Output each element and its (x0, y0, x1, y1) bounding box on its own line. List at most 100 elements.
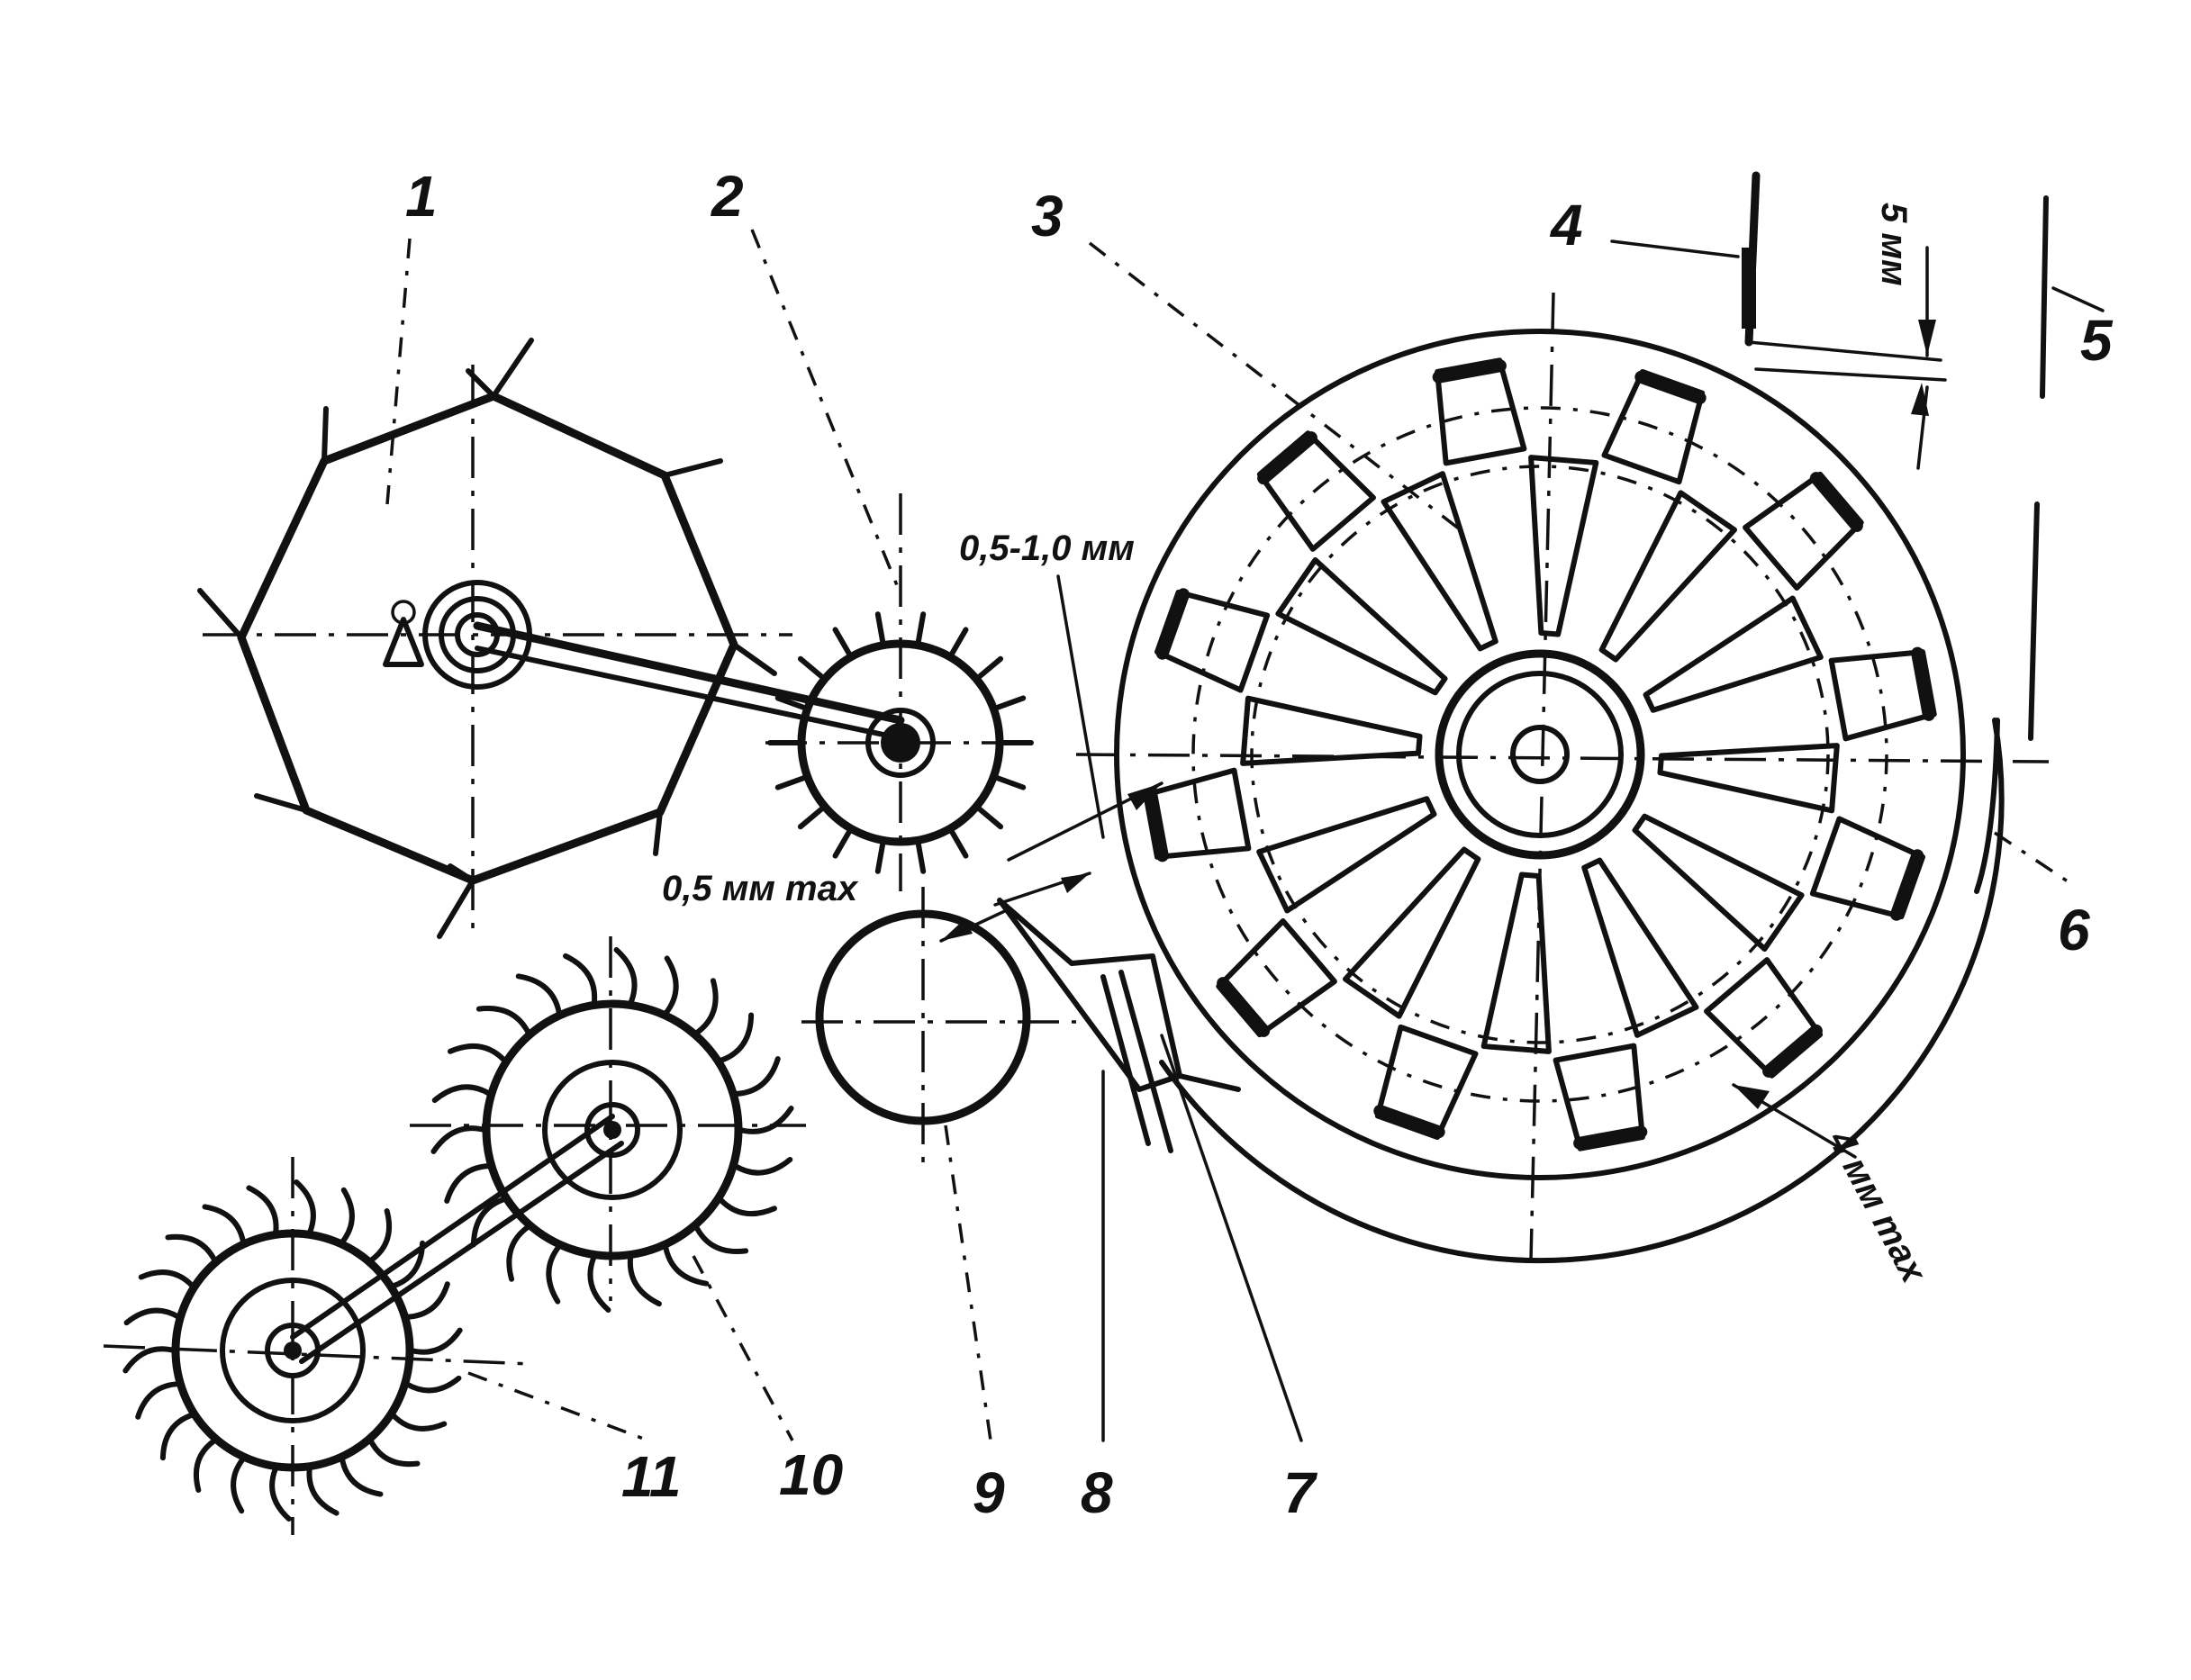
brush-tooth (339, 1187, 355, 1245)
blade-edge (1762, 1024, 1823, 1078)
blade-edge (1809, 472, 1863, 532)
brush-tooth (306, 1465, 340, 1516)
brush-tooth (409, 1327, 463, 1355)
brush-tooth (546, 1243, 563, 1305)
drum-slot (1528, 455, 1599, 637)
drum-slot (1657, 743, 1840, 814)
callout-1: 1 (405, 164, 438, 229)
large-drum (1075, 292, 2050, 1264)
link-rod (290, 1114, 624, 1364)
brush-tooth (193, 1437, 218, 1493)
roller-spike (874, 611, 886, 646)
roller-spike (915, 839, 927, 874)
spiked-roller (765, 493, 1034, 891)
callout-10: 10 (779, 1442, 843, 1507)
dimension-label-gap-a: 0,5-1,0 мм (959, 528, 1135, 568)
brush-tooth (159, 1412, 195, 1461)
drum-slot (1342, 846, 1481, 1019)
brush-tooth (693, 978, 719, 1036)
brush-tooth (269, 1465, 292, 1522)
brush-tooth (367, 1437, 421, 1468)
brush-tooth (339, 1456, 384, 1497)
roller-spike (774, 774, 809, 790)
drum-slot (1632, 813, 1805, 953)
blade-edge (1145, 788, 1169, 863)
brush-wheel-10 (410, 936, 806, 1313)
guide-line-5 (2028, 195, 2049, 741)
dimension-marks (939, 246, 1936, 1159)
brush-tooth (165, 1233, 218, 1264)
roller-spike (915, 611, 927, 646)
brush-tooth (662, 1243, 710, 1287)
dimension-label-gap-d: 4 мм max (1821, 1124, 1934, 1290)
brush-tooth (613, 947, 638, 1007)
brush-tooth (430, 1125, 487, 1154)
brush-tooth (717, 1012, 755, 1064)
brush-tooth (732, 1156, 793, 1176)
blade-edge (1573, 1125, 1648, 1150)
roller-spike (948, 627, 969, 659)
brush-tooth (431, 1084, 493, 1104)
roller-spike (832, 627, 853, 659)
guard-6 (1974, 718, 2000, 894)
brush-wheel-11 (103, 1157, 532, 1535)
connecting-rod (473, 621, 905, 741)
brush-tooth (587, 1253, 611, 1313)
roller-spike (974, 804, 1004, 830)
leader-lines (385, 229, 2105, 1442)
roller-spike (974, 655, 1004, 682)
drum-slot (1643, 595, 1824, 713)
brush-tooth (403, 1375, 462, 1394)
blade-edge (1155, 588, 1191, 660)
brush-tooth (231, 1456, 247, 1514)
brush-tooth (444, 1163, 493, 1204)
brush-tooth (738, 1106, 794, 1134)
brush-tooth (390, 1412, 448, 1432)
blade-edge (1257, 431, 1317, 485)
callout-labels: 1 2 3 4 5 6 7 8 9 10 11 (405, 164, 2114, 1525)
brush-tooth (367, 1208, 393, 1264)
brush-tooth (506, 1224, 532, 1282)
brush-tooth (662, 955, 679, 1016)
brush-tooth (515, 973, 563, 1016)
roller-spike (992, 774, 1027, 790)
roller-spike (774, 695, 809, 711)
brush-tooth (122, 1346, 177, 1374)
dimension-label-gap-c: 5 мм (1874, 203, 1914, 286)
brush-tooth (475, 1005, 532, 1036)
blade-edge (1911, 646, 1935, 721)
blade-edge (1217, 977, 1271, 1037)
plain-roller (801, 887, 1076, 1170)
roller-spike (797, 655, 827, 682)
brush-tooth (563, 953, 598, 1007)
callout-11: 11 (621, 1444, 681, 1509)
knife-holder (997, 898, 1241, 1153)
callout-7: 7 (1283, 1460, 1318, 1525)
drum-slot (1581, 857, 1699, 1038)
callout-2: 2 (711, 164, 744, 229)
blade-edge (1634, 370, 1707, 405)
brush-tooth (123, 1307, 182, 1326)
drum-slot (1275, 556, 1448, 696)
callout-4: 4 (1549, 193, 1583, 257)
brush-tooth (448, 1043, 508, 1064)
brush-tooth (202, 1204, 247, 1245)
blade-edge (1373, 1104, 1445, 1139)
drum-slot (1598, 490, 1738, 663)
blade-edge (1889, 849, 1924, 921)
brush-tooth (246, 1185, 279, 1236)
brush-tooth (717, 1196, 777, 1217)
brush-tooth (294, 1179, 316, 1236)
brush-tooth (138, 1269, 195, 1289)
dimension-label-gap-b: 0,5 мм max (662, 869, 859, 908)
drum-slot (1256, 796, 1437, 914)
roller-spike (874, 839, 886, 874)
callout-6: 6 (2058, 898, 2090, 962)
brush-tooth (627, 1253, 662, 1307)
brush-tooth (470, 1196, 508, 1248)
roller-spike (992, 695, 1027, 711)
drum-slot (1480, 872, 1552, 1054)
callout-3: 3 (1031, 184, 1064, 248)
roller-spike (832, 826, 853, 859)
